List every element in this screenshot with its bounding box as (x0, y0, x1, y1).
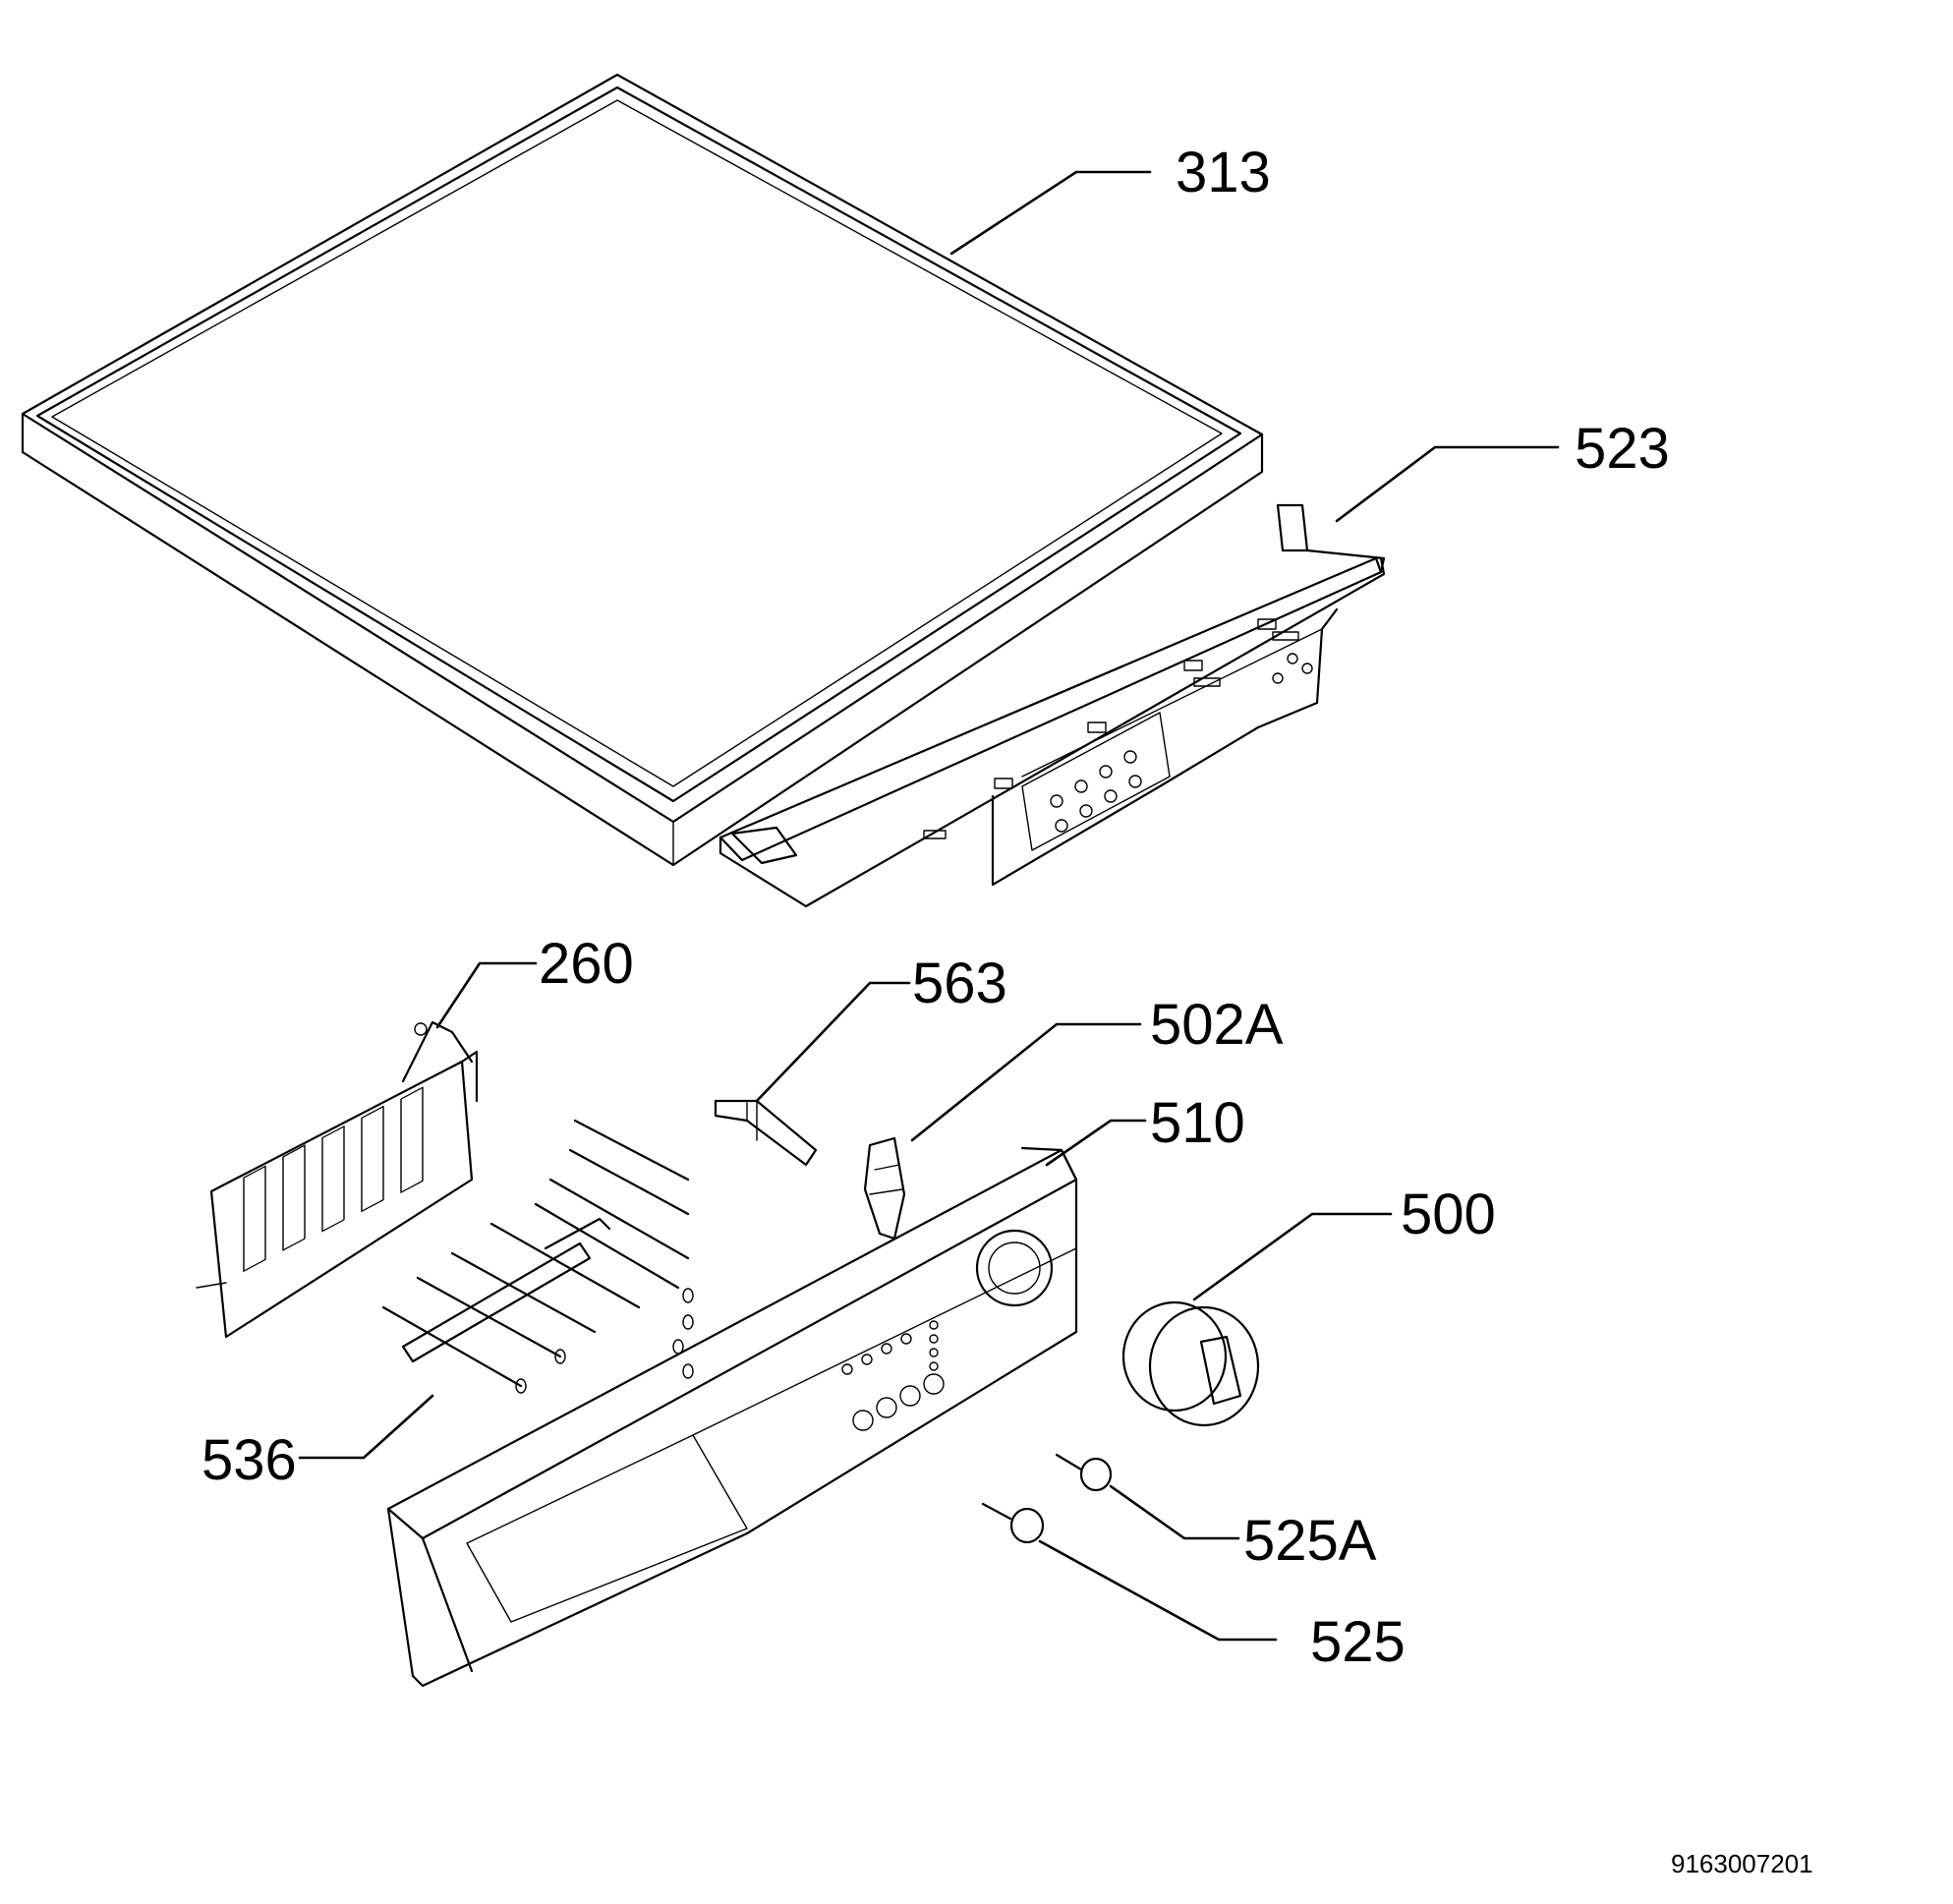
button-part (981, 1502, 1045, 1544)
callout-500: 500 (1401, 1183, 1496, 1246)
push-rods-part (381, 1119, 694, 1394)
control-panel-frame-part (718, 503, 1386, 908)
leader-500 (1192, 1212, 1393, 1301)
leader-502a (910, 1022, 1142, 1142)
document-number: 9163007201 (1671, 1849, 1813, 1878)
top-cover-part (21, 73, 1264, 867)
callout-536: 536 (201, 1428, 297, 1492)
frame-grid-openings (1021, 653, 1313, 851)
panel-led-row (841, 1320, 939, 1375)
leader-260 (435, 961, 538, 1029)
leader-536 (298, 1394, 434, 1460)
button-a-part (1055, 1453, 1113, 1492)
leader-lines (298, 170, 1560, 1642)
leader-510 (1045, 1119, 1147, 1167)
leader-525a (1109, 1484, 1240, 1540)
leader-313 (949, 170, 1152, 256)
callout-313: 313 (1176, 141, 1271, 204)
switch-cells (243, 1086, 424, 1272)
control-panel-front-part (386, 1146, 1078, 1688)
callout-labels: 313 523 260 563 502A 510 500 536 525A 52… (201, 141, 1670, 1674)
callout-525: 525 (1310, 1610, 1406, 1674)
callout-563: 563 (912, 952, 1007, 1015)
callout-502a: 502A (1150, 993, 1284, 1057)
callout-523: 523 (1575, 417, 1670, 481)
panel-display-knob-well (975, 1229, 1054, 1307)
bracket-part (863, 1136, 906, 1240)
leader-523 (1335, 445, 1560, 523)
callout-510: 510 (1150, 1091, 1245, 1155)
callout-260: 260 (539, 932, 634, 996)
leader-525 (1038, 1539, 1278, 1642)
switch-block-part (196, 1020, 479, 1339)
leader-563 (755, 981, 911, 1103)
programme-knob-part (1121, 1300, 1260, 1427)
panel-button-holes (852, 1373, 945, 1431)
callout-525a: 525A (1243, 1509, 1377, 1573)
spring-pin-part (714, 1099, 818, 1167)
frame-slots (923, 618, 1299, 839)
